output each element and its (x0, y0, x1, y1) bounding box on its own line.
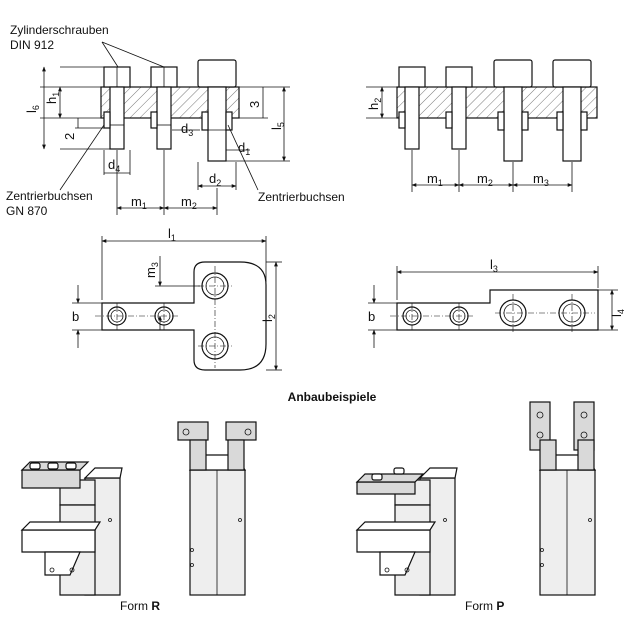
label-centering-bushes-left: Zentrierbuchsen (6, 189, 93, 203)
example-form-p-front (529, 401, 597, 596)
section-title: Anbaubeispiele (288, 390, 377, 404)
example-form-r-front (177, 421, 257, 596)
dim-m3: m3 (143, 262, 160, 278)
dim-m1-right: m1 (427, 171, 443, 188)
dim-d4: d4 (108, 157, 120, 174)
caption-form-p: Form P (465, 599, 504, 613)
section-view-t-plate (40, 41, 290, 215)
label-gn-870: GN 870 (6, 204, 48, 218)
dim-2: 2 (62, 133, 77, 140)
centering-bush-icon (201, 111, 209, 131)
centering-bush-icon (103, 111, 111, 129)
dim-m1: m1 (131, 194, 147, 211)
cylinder-screw-3 (197, 59, 237, 162)
label-cylinder-screws: Zylinderschrauben (10, 23, 109, 37)
dim-m3-right: m3 (533, 171, 549, 188)
dim-3: 3 (247, 101, 262, 108)
top-view-t-plate (72, 236, 282, 371)
dim-l2: l2 (260, 314, 277, 322)
dim-m2: m2 (181, 194, 197, 211)
dim-l3: l3 (490, 257, 498, 274)
centering-bush-icon (225, 111, 233, 131)
dim-b-right: b (368, 309, 375, 324)
dim-l1: l1 (168, 226, 176, 243)
top-view-straight-plate (368, 266, 618, 348)
example-form-r-perspective (20, 461, 123, 596)
dim-l6: l6 (24, 105, 41, 113)
label-din-912: DIN 912 (10, 38, 54, 52)
dim-d3: d3 (181, 121, 193, 138)
centering-bush-icon (150, 111, 158, 129)
dim-l5: l5 (269, 122, 286, 130)
dim-d1: d1 (238, 140, 250, 157)
section-view-straight-plate (366, 59, 598, 192)
dim-d2: d2 (209, 171, 221, 188)
dim-m2-right: m2 (477, 171, 493, 188)
caption-form-r: Form R (120, 599, 160, 613)
dim-b-left: b (72, 309, 79, 324)
label-centering-bushes-right: Zentrierbuchsen (258, 190, 345, 204)
dim-l4: l4 (609, 309, 626, 317)
example-form-p-perspective (355, 467, 458, 596)
dim-h1: h1 (44, 92, 61, 104)
dim-h2: h2 (366, 98, 383, 110)
